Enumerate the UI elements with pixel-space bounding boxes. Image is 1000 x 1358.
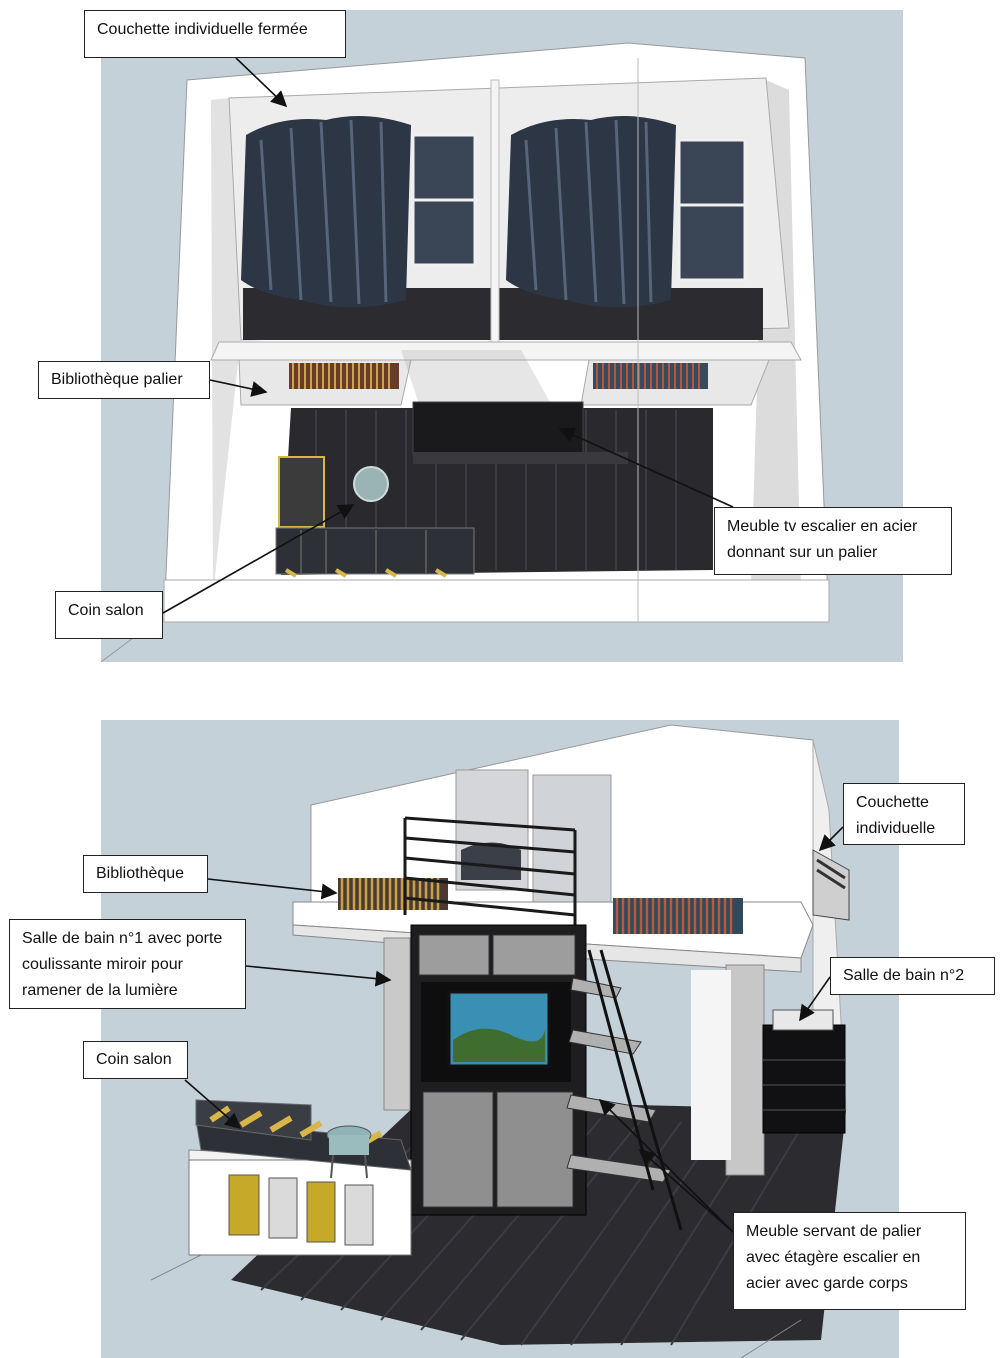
tv-stair-unit: [412, 401, 584, 455]
callout-bibliotheque: Bibliothèque: [83, 855, 208, 893]
right-bunk-curtain: [506, 116, 747, 308]
callout-meuble-palier: Meuble servant de palier avec étagère es…: [733, 1212, 966, 1310]
callout-salle-bain-2: Salle de bain n°2: [830, 957, 995, 995]
guard-rail: [403, 816, 577, 935]
left-bunk-curtain: [241, 116, 477, 308]
callout-coin-salon: Coin salon: [83, 1041, 188, 1079]
callout-coin-salon-top: Coin salon: [55, 591, 163, 639]
top-books-left: [289, 363, 399, 389]
callout-bibliotheque-palier: Bibliothèque palier: [38, 361, 210, 399]
callout-meuble-tv: Meuble tv escalier en acier donnant sur …: [714, 507, 952, 575]
callout-salle-bain-1: Salle de bain n°1 avec porte coulissante…: [9, 919, 246, 1009]
couchette-edge: [812, 849, 850, 921]
callout-couchette: Couchette individuelle: [843, 783, 965, 845]
bunk-opening-right: [532, 774, 612, 906]
tv-cabinet: [410, 924, 587, 1216]
top-books-right: [593, 363, 708, 389]
living-corner: [188, 1099, 412, 1256]
top-armchair: [278, 456, 325, 528]
landing-beam: [210, 341, 802, 361]
callout-couchette-fermee: Couchette individuelle fermée: [84, 10, 346, 58]
pillar-left: [383, 937, 411, 1111]
back-wall-lower: [691, 970, 731, 1160]
front-wall: [163, 579, 830, 623]
bookshelf-left-books: [338, 878, 448, 910]
top-side-table: [353, 466, 389, 502]
pillar-right: [725, 964, 765, 1176]
bunk-divider: [490, 79, 500, 343]
bookshelf-right-books: [613, 898, 743, 934]
bathroom-2-cabinet: [762, 1009, 846, 1134]
